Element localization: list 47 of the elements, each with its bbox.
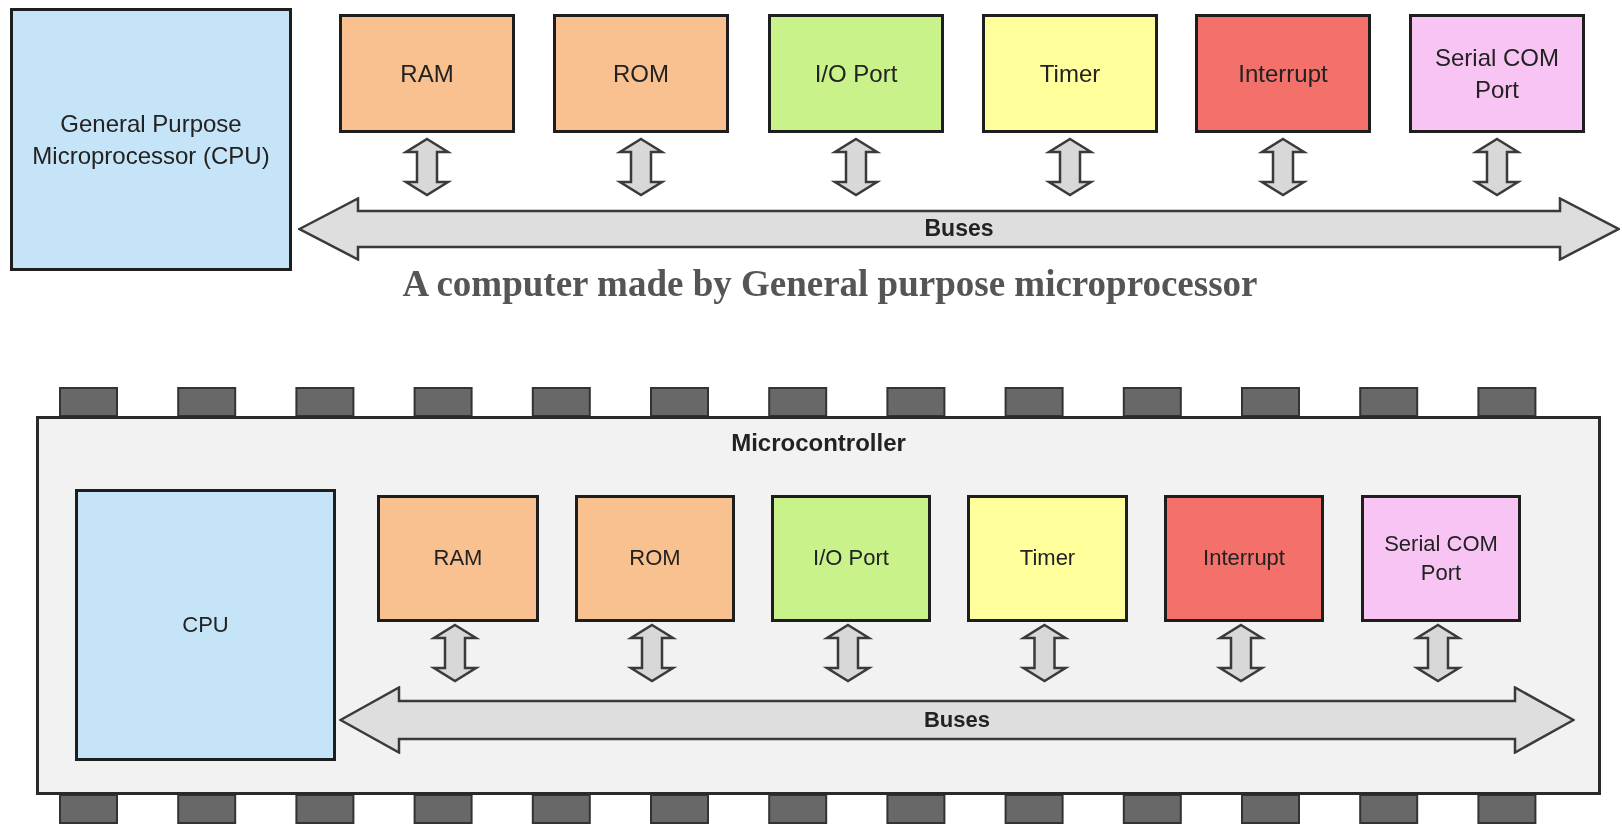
block-label: RAM	[433, 544, 483, 573]
block-label: CPU	[181, 610, 230, 639]
bus-label: Buses	[924, 214, 994, 244]
memory-block	[377, 495, 539, 622]
bidirectional-arrow	[1215, 623, 1267, 683]
block-label: Interrupt	[1238, 58, 1328, 89]
interrupt-block	[1164, 495, 1324, 622]
block-label: I/O Port	[813, 544, 889, 573]
bidirectional-arrow	[1471, 137, 1523, 197]
bidirectional-arrow	[1019, 623, 1070, 683]
bus-arrow	[339, 686, 1575, 754]
bidirectional-arrow	[401, 137, 453, 197]
timer-block	[982, 14, 1158, 133]
bidirectional-arrow	[822, 623, 874, 683]
block-label: ROM	[613, 58, 669, 89]
diagram-caption: A computer made by General purpose microprocessor	[401, 262, 1259, 305]
block-label: Serial COM Port	[1383, 529, 1499, 587]
cpu-block	[10, 8, 292, 271]
bus-label: Buses	[923, 705, 990, 734]
io-port-block	[771, 495, 931, 622]
block-label: ROM	[629, 544, 681, 573]
memory-block	[575, 495, 735, 622]
block-label: Timer	[1039, 58, 1101, 89]
bus-arrow	[298, 197, 1620, 261]
bidirectional-arrow	[626, 623, 678, 683]
block-label: Serial COM Port	[1434, 43, 1560, 105]
bidirectional-arrow	[1412, 623, 1464, 683]
interrupt-block	[1195, 14, 1371, 133]
timer-block	[967, 495, 1128, 622]
memory-block	[553, 14, 729, 133]
serial-port-block	[1361, 495, 1521, 622]
bidirectional-arrow	[1257, 137, 1309, 197]
microcontroller-chip	[36, 416, 1601, 795]
block-label: I/O Port	[814, 58, 898, 89]
serial-port-block	[1409, 14, 1585, 133]
bidirectional-arrow	[830, 137, 882, 197]
memory-block	[339, 14, 515, 133]
block-label: Timer	[1019, 544, 1076, 573]
bidirectional-arrow	[615, 137, 667, 197]
block-label: General Purpose Microprocessor (CPU)	[31, 109, 271, 171]
cpu-block	[75, 489, 336, 761]
block-label: Interrupt	[1203, 544, 1285, 573]
chip-label: Microcontroller	[731, 428, 906, 458]
bidirectional-arrow	[1044, 137, 1096, 197]
io-port-block	[768, 14, 944, 133]
block-label: RAM	[400, 58, 454, 89]
bidirectional-arrow	[429, 623, 481, 683]
